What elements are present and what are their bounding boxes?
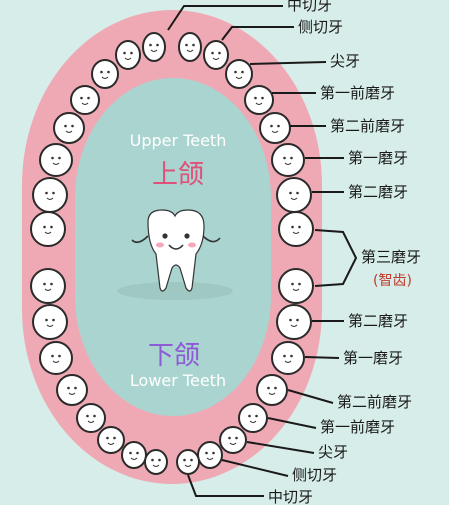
label-lower-second-molar: 第二磨牙 [348, 312, 408, 330]
upper-right-second-premolar-tooth [259, 112, 291, 144]
upper-right-central-incisor-tooth [178, 32, 202, 62]
leader-lower-first-premolar [267, 417, 317, 429]
leader-upper-central-incisor [167, 5, 283, 31]
label-upper-second-premolar: 第二前磨牙 [330, 117, 405, 135]
lower-left-first-premolar-tooth [76, 403, 106, 433]
leader-lower-lateral-incisor [221, 459, 289, 477]
lower-right-first-premolar-tooth [238, 403, 268, 433]
label-upper-lateral-incisor: 侧切牙 [298, 18, 343, 36]
upper-left-canine-tooth [91, 59, 119, 89]
label-lower-lateral-incisor: 侧切牙 [292, 466, 337, 484]
leader-lower-central-incisor [187, 474, 264, 497]
lower-left-second-molar-tooth [32, 304, 68, 340]
label-lower-first-molar: 第一磨牙 [343, 349, 403, 367]
lower-title-zh: 下颌 [148, 341, 200, 371]
lower-right-central-incisor-tooth [176, 449, 200, 475]
label-upper-second-molar: 第二磨牙 [348, 183, 408, 201]
lower-left-third-molar-tooth [30, 268, 66, 304]
lower-left-lateral-incisor-tooth [121, 441, 147, 469]
upper-left-third-molar-tooth [30, 211, 66, 247]
label-upper-first-premolar: 第一前磨牙 [320, 84, 395, 102]
label-lower-second-premolar: 第二前磨牙 [337, 393, 412, 411]
upper-left-first-premolar-tooth [70, 85, 100, 115]
upper-left-second-molar-tooth [32, 177, 68, 213]
upper-right-first-premolar-tooth [244, 85, 274, 115]
leader-lower-canine [246, 441, 315, 454]
leader-lower-second-premolar [287, 389, 334, 404]
label-wisdom-tooth: (智齿) [373, 273, 412, 289]
lower-right-second-premolar-tooth [256, 374, 288, 406]
leader-upper-canine [249, 61, 327, 65]
upper-title-en: Upper Teeth [130, 131, 227, 150]
upper-left-first-molar-tooth [39, 143, 73, 177]
leader-lower-first-molar [304, 356, 340, 359]
lower-right-third-molar-tooth [278, 268, 314, 304]
upper-teeth-group [30, 32, 314, 247]
leader-lines [167, 5, 358, 497]
label-lower-central-incisor: 中切牙 [268, 488, 313, 505]
lower-left-second-premolar-tooth [56, 374, 88, 406]
leader-upper-lateral-incisor [221, 26, 294, 41]
upper-right-third-molar-tooth [278, 211, 314, 247]
lower-left-central-incisor-tooth [144, 449, 168, 475]
lower-left-first-molar-tooth [39, 341, 73, 375]
upper-right-second-molar-tooth [276, 177, 312, 213]
lower-left-canine-tooth [97, 426, 125, 454]
upper-left-lateral-incisor-tooth [115, 40, 141, 70]
lower-title-en: Lower Teeth [130, 371, 226, 390]
lower-teeth-group [30, 268, 314, 475]
upper-left-central-incisor-tooth [142, 32, 166, 62]
upper-title-zh: 上颌 [152, 160, 204, 190]
tooth-mascot [117, 209, 233, 300]
label-upper-central-incisor: 中切牙 [287, 0, 332, 14]
upper-left-second-premolar-tooth [53, 112, 85, 144]
label-lower-canine: 尖牙 [318, 443, 348, 461]
label-third-molar: 第三磨牙 [361, 248, 421, 266]
label-lower-first-premolar: 第一前磨牙 [320, 418, 395, 436]
label-upper-canine: 尖牙 [330, 52, 360, 70]
lower-right-canine-tooth [219, 426, 247, 454]
label-upper-first-molar: 第一磨牙 [348, 149, 408, 167]
lower-right-first-molar-tooth [271, 341, 305, 375]
lower-right-lateral-incisor-tooth [197, 441, 223, 469]
lower-right-second-molar-tooth [276, 304, 312, 340]
upper-right-first-molar-tooth [271, 143, 305, 177]
upper-right-canine-tooth [225, 59, 253, 89]
upper-right-lateral-incisor-tooth [203, 40, 229, 70]
leader-third-molar [314, 229, 358, 287]
